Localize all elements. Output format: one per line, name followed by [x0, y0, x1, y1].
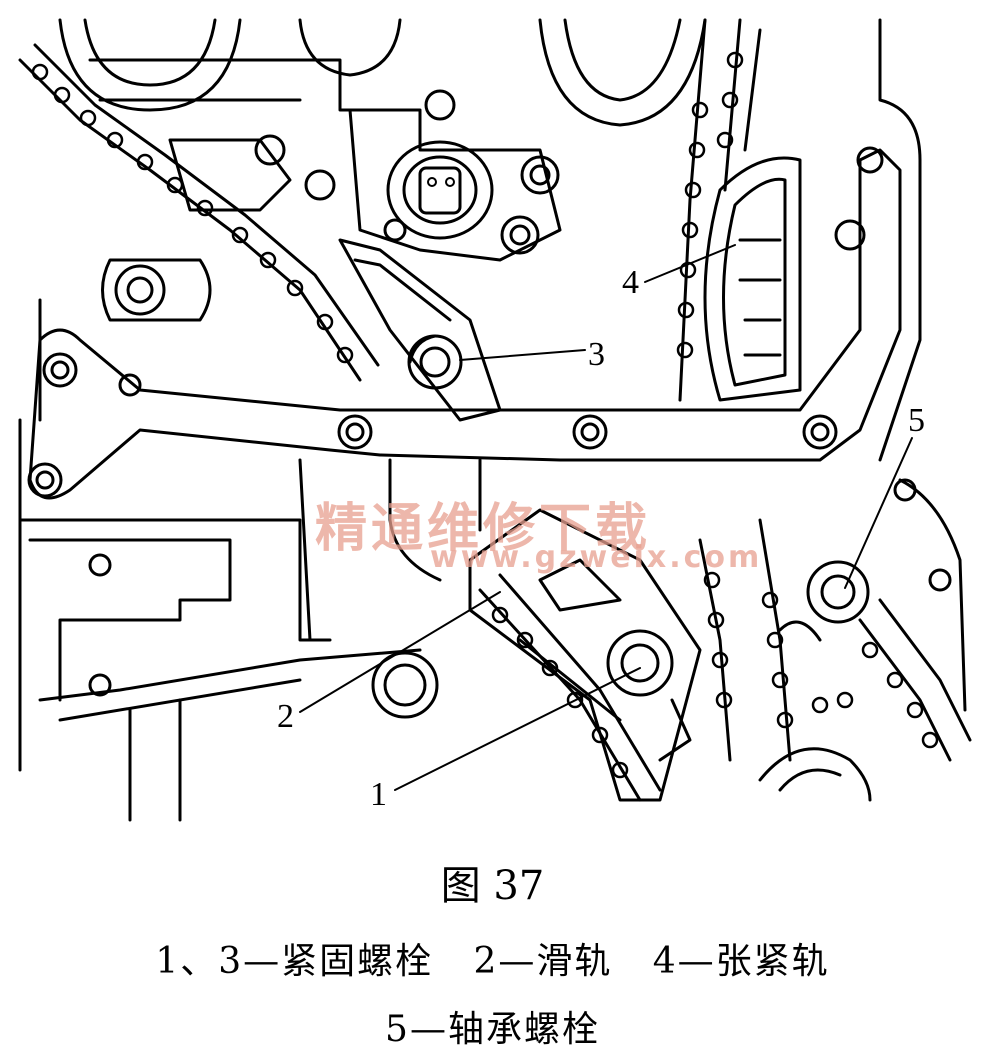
bearing-bolt-5: [806, 560, 870, 624]
upper-housing-outline: [18, 58, 402, 772]
tensioner-rail: [703, 156, 802, 402]
camshaft-sprocket-middle: [298, 18, 402, 77]
camshaft-sprocket-left: [58, 18, 242, 112]
watermark-text: 精通维修下载: [315, 499, 652, 559]
chain-links-upper-right: [676, 51, 744, 359]
callout-4: 4: [622, 264, 639, 301]
upper-left-timing-chain: [18, 43, 380, 382]
lower-housing: [18, 458, 482, 822]
leader-line-3: [459, 349, 586, 361]
camshaft-sprocket-right: [538, 18, 707, 127]
fastening-bolt-1: [606, 629, 692, 762]
engine-timing-chain-drawing: [18, 18, 972, 822]
watermark-url: www.gzweix.com: [430, 540, 763, 575]
leader-line-5: [844, 437, 913, 589]
cam-sensor-assembly: [254, 89, 562, 262]
leader-line-4: [644, 244, 736, 283]
leader-line-1: [394, 667, 641, 791]
callout-2: 2: [277, 698, 294, 735]
crank-sprocket: [758, 620, 872, 802]
fastening-bolt-3: [407, 334, 463, 390]
leader-line-2: [299, 591, 501, 713]
chain-links-lower: [491, 571, 939, 779]
callout-3: 3: [588, 336, 605, 373]
cover-flange: [27, 146, 902, 500]
legend-line-1: 1、3—紧固螺栓 2—滑轨 4—张紧轨: [155, 941, 830, 982]
legend-line-2: 5—轴承螺栓: [385, 1009, 600, 1050]
oil-plug: [371, 651, 439, 719]
figure-title: 图 37: [440, 863, 545, 909]
chain-links-upper-left: [31, 63, 354, 364]
right-housing-edge: [878, 18, 967, 712]
leader-lines: [299, 244, 913, 791]
callout-1: 1: [370, 776, 387, 813]
callout-5: 5: [908, 402, 925, 439]
upper-right-timing-chain: [676, 18, 762, 402]
upper-guide-rail: [338, 238, 502, 422]
lower-timing-chain: [478, 518, 972, 802]
